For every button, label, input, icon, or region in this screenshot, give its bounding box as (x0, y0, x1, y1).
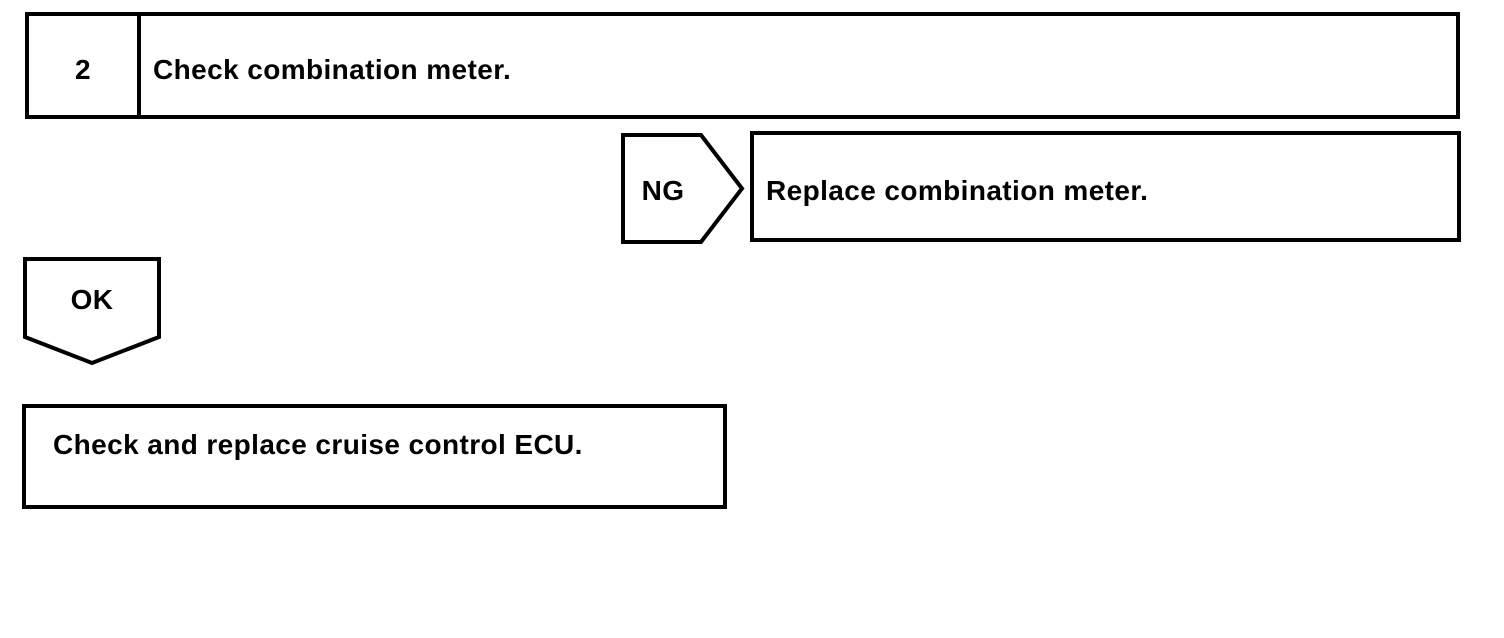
step-number: 2 (29, 16, 141, 115)
ok-action-box: Check and replace cruise control ECU. (22, 404, 727, 509)
ng-connector: NG (621, 133, 745, 244)
ok-label: OK (70, 284, 114, 315)
ng-label: NG (641, 174, 685, 206)
ng-arrow-icon (621, 133, 745, 244)
step-box: 2 Check combination meter. (25, 12, 1460, 119)
ng-action-box: Replace combination meter. (750, 131, 1461, 242)
ok-arrow-icon (23, 257, 161, 365)
ok-connector: OK (23, 257, 161, 365)
step-title: Check combination meter. (153, 53, 512, 85)
ng-action-text: Replace combination meter. (766, 174, 1149, 206)
ok-action-text: Check and replace cruise control ECU. (53, 428, 583, 460)
